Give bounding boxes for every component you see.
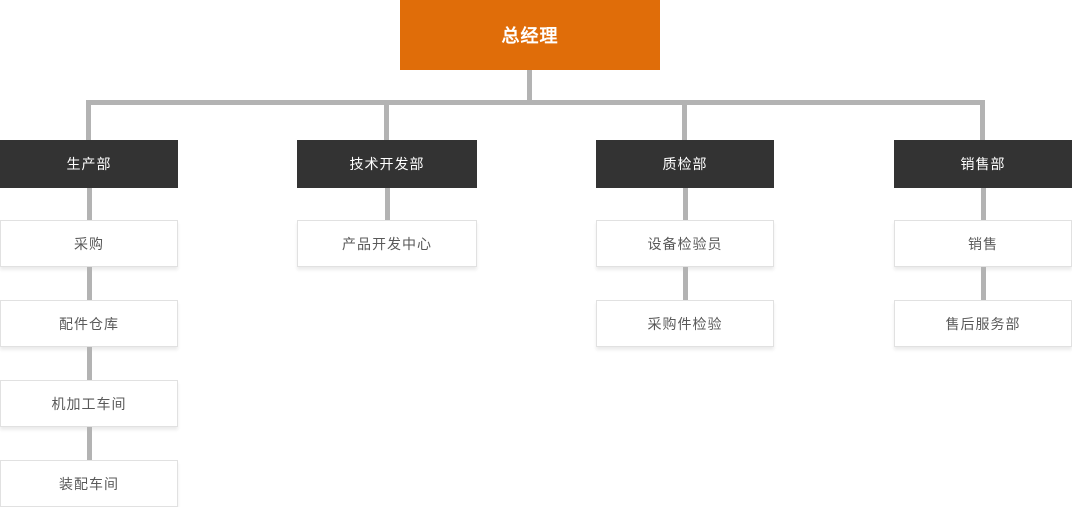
org-node-assembly-shop[interactable]: 装配车间	[0, 460, 178, 507]
org-node-quality-dept[interactable]: 质检部	[596, 140, 774, 188]
org-node-sales[interactable]: 销售	[894, 220, 1072, 267]
org-node-purchased-parts-inspection[interactable]: 采购件检验	[596, 300, 774, 347]
connector-root-drop	[527, 70, 532, 102]
connector-stub	[682, 188, 688, 220]
connector-stub	[86, 188, 92, 220]
org-node-sales-dept[interactable]: 销售部	[894, 140, 1072, 188]
connector-stub	[86, 267, 92, 300]
connector-stub	[86, 347, 92, 380]
org-node-after-sales-service[interactable]: 售后服务部	[894, 300, 1072, 347]
connector-drop-sales	[980, 105, 985, 140]
connector-drop-tech	[384, 105, 389, 140]
org-node-purchasing[interactable]: 采购	[0, 220, 178, 267]
org-column-quality: 质检部 设备检验员 采购件检验	[596, 140, 774, 347]
org-node-machining-shop[interactable]: 机加工车间	[0, 380, 178, 427]
connector-horizontal-rail	[86, 100, 985, 105]
connector-stub	[384, 188, 390, 220]
org-column-tech-dev: 技术开发部 产品开发中心	[297, 140, 477, 267]
org-column-sales: 销售部 销售 售后服务部	[894, 140, 1072, 347]
connector-stub	[86, 427, 92, 460]
connector-drop-production	[86, 105, 91, 140]
org-node-production-dept[interactable]: 生产部	[0, 140, 178, 188]
org-column-production: 生产部 采购 配件仓库 机加工车间 装配车间	[0, 140, 178, 507]
connector-drop-qc	[682, 105, 687, 140]
org-node-general-manager[interactable]: 总经理	[400, 0, 660, 70]
org-node-equipment-inspector[interactable]: 设备检验员	[596, 220, 774, 267]
connector-stub	[682, 267, 688, 300]
connector-stub	[980, 188, 986, 220]
org-node-parts-warehouse[interactable]: 配件仓库	[0, 300, 178, 347]
org-node-product-dev-center[interactable]: 产品开发中心	[297, 220, 477, 267]
org-node-tech-dev-dept[interactable]: 技术开发部	[297, 140, 477, 188]
connector-stub	[980, 267, 986, 300]
